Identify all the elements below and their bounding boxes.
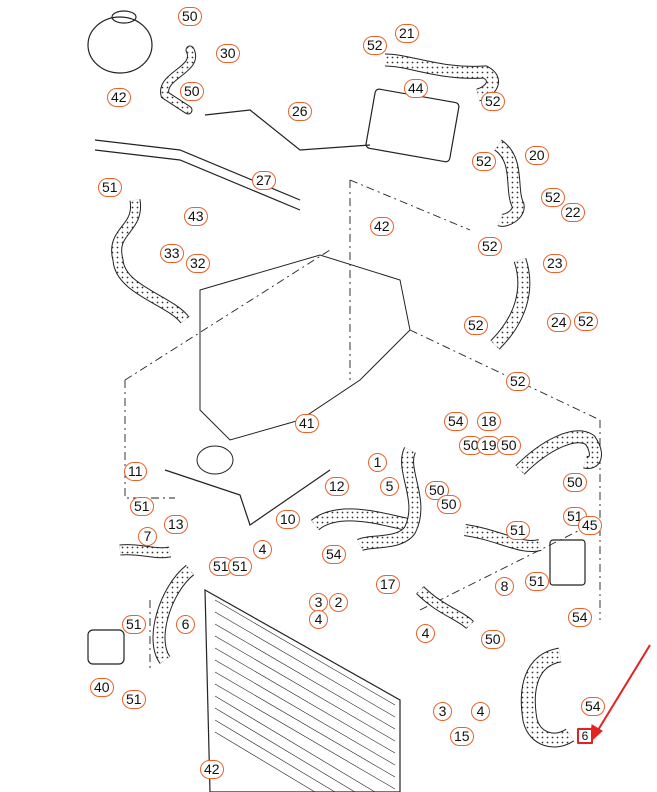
callout-51[interactable]: 51 (228, 557, 252, 576)
callout-50[interactable]: 50 (459, 436, 483, 455)
annotation-arrow (589, 644, 651, 744)
callout-8[interactable]: 8 (495, 577, 514, 596)
callout-54[interactable]: 54 (444, 412, 468, 431)
callout-30[interactable]: 30 (216, 44, 240, 63)
callout-51[interactable]: 51 (525, 572, 549, 591)
callout-2[interactable]: 2 (329, 593, 348, 612)
callout-19[interactable]: 19 (477, 436, 501, 455)
callout-6-highlighted[interactable]: 6 (577, 728, 593, 744)
callout-52[interactable]: 52 (506, 372, 530, 391)
callout-10[interactable]: 10 (276, 510, 300, 529)
callout-54[interactable]: 54 (322, 545, 346, 564)
radiator (204, 588, 401, 792)
callout-3[interactable]: 3 (433, 702, 452, 721)
callout-33[interactable]: 33 (160, 244, 184, 263)
callout-54[interactable]: 54 (568, 608, 592, 627)
heater-core (365, 88, 460, 163)
callout-26[interactable]: 26 (288, 102, 312, 121)
callout-50[interactable]: 50 (497, 436, 521, 455)
callout-4[interactable]: 4 (471, 702, 490, 721)
callout-52[interactable]: 52 (472, 152, 496, 171)
callout-32[interactable]: 32 (186, 254, 210, 273)
callout-20[interactable]: 20 (525, 146, 549, 165)
callout-50[interactable]: 50 (180, 82, 204, 101)
callout-6[interactable]: 6 (176, 615, 195, 634)
callout-54[interactable]: 54 (581, 697, 605, 716)
callout-42[interactable]: 42 (107, 88, 131, 107)
callout-7[interactable]: 7 (138, 527, 157, 546)
callout-50[interactable]: 50 (481, 630, 505, 649)
callout-5[interactable]: 5 (380, 477, 399, 496)
callout-24[interactable]: 24 (547, 313, 571, 332)
callout-1[interactable]: 1 (368, 453, 387, 472)
coolant-hoses (111, 45, 602, 748)
callout-51[interactable]: 51 (122, 690, 146, 709)
callout-50[interactable]: 50 (563, 473, 587, 492)
small-reservoir (87, 629, 125, 665)
callout-52[interactable]: 52 (574, 312, 598, 331)
callout-50[interactable]: 50 (437, 495, 461, 514)
callout-52[interactable]: 52 (541, 188, 565, 207)
callout-15[interactable]: 15 (450, 727, 474, 746)
callout-41[interactable]: 41 (295, 414, 319, 433)
callout-17[interactable]: 17 (376, 575, 400, 594)
callout-4[interactable]: 4 (416, 624, 435, 643)
callout-45[interactable]: 45 (578, 516, 602, 535)
callout-18[interactable]: 18 (477, 412, 501, 431)
callout-51[interactable]: 51 (506, 521, 530, 540)
callout-42[interactable]: 42 (200, 760, 224, 779)
callout-13[interactable]: 13 (164, 515, 188, 534)
callout-22[interactable]: 22 (561, 203, 585, 222)
callout-40[interactable]: 40 (90, 678, 114, 697)
callout-12[interactable]: 12 (325, 477, 349, 496)
callout-4[interactable]: 4 (309, 610, 328, 629)
callout-52[interactable]: 52 (478, 237, 502, 256)
expansion-tank (87, 10, 153, 74)
callout-21[interactable]: 21 (395, 24, 419, 43)
callout-4[interactable]: 4 (253, 540, 272, 559)
callout-51[interactable]: 51 (122, 615, 146, 634)
callout-51[interactable]: 51 (98, 178, 122, 197)
callout-42[interactable]: 42 (370, 217, 394, 236)
assembly-dashed-lines (124, 179, 601, 670)
callout-23[interactable]: 23 (543, 254, 567, 273)
oil-cooler (549, 539, 586, 586)
callout-52[interactable]: 52 (481, 92, 505, 111)
callout-43[interactable]: 43 (184, 207, 208, 226)
callout-51[interactable]: 51 (209, 557, 233, 576)
callout-50[interactable]: 50 (178, 7, 202, 26)
callout-11[interactable]: 11 (124, 462, 147, 481)
callout-44[interactable]: 44 (404, 79, 428, 98)
callout-27[interactable]: 27 (252, 171, 276, 190)
callout-51[interactable]: 51 (130, 497, 154, 516)
callout-52[interactable]: 52 (464, 316, 488, 335)
engine-block (196, 254, 411, 475)
callout-52[interactable]: 52 (363, 36, 387, 55)
